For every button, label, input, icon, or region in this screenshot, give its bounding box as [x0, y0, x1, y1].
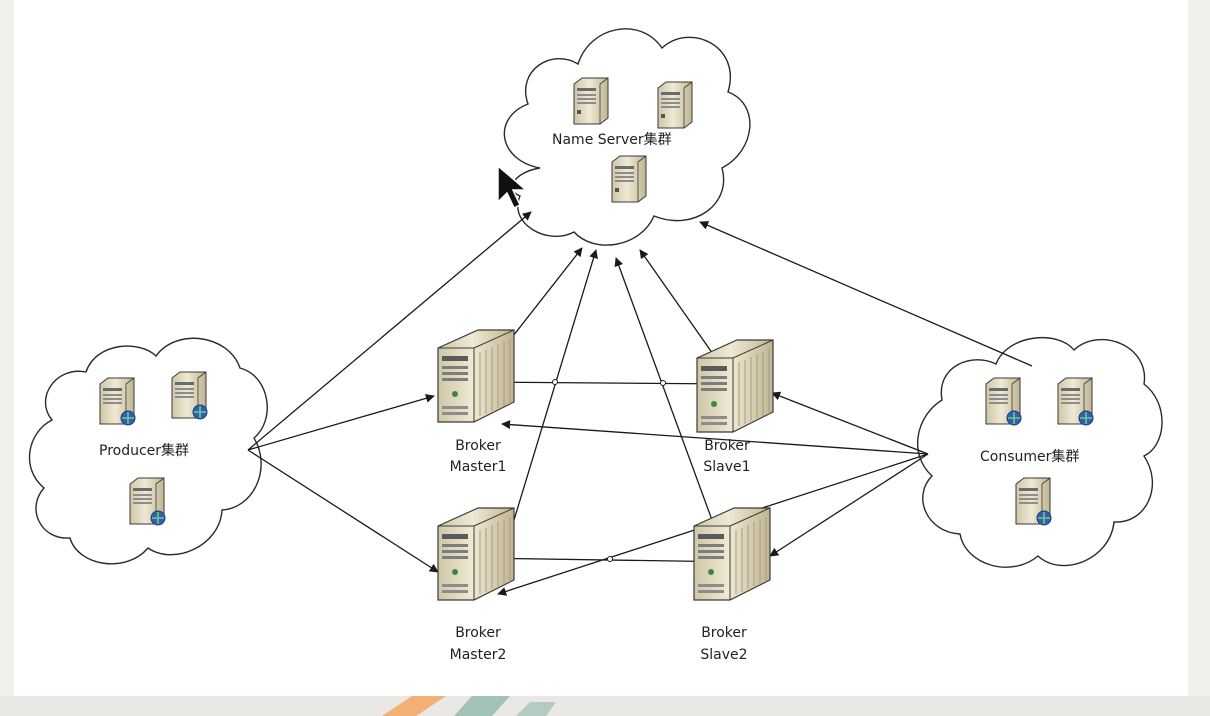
broker-master1-label-line1: Broker	[455, 438, 501, 454]
broker-slave1-label-line1: Broker	[704, 438, 750, 454]
consumer-to-nameserver-arrow	[699, 221, 1033, 367]
bottom-strip	[0, 696, 1210, 716]
producer-to-master1-arrow	[247, 393, 435, 451]
consumer-to-slave1-arrow	[771, 391, 929, 455]
broker-slave2-server	[693, 507, 771, 601]
broker-master2-label-line2: Master2	[450, 647, 507, 663]
mouse-pointer-icon	[497, 164, 529, 210]
broker-slave2-label-line2: Slave2	[700, 647, 747, 663]
consumer-to-master1-arrow	[501, 420, 929, 455]
broker-master1-label-line2: Master1	[450, 459, 507, 475]
broker-master2-server	[437, 507, 515, 601]
producer-label: Producer集群	[99, 442, 189, 459]
broker-slave1-label-line2: Slave1	[703, 459, 750, 475]
slave2-to-nameserver-arrow	[614, 257, 713, 521]
connection-lines	[247, 211, 1033, 596]
producer-cloud	[28, 337, 268, 565]
broker-slave1-server	[696, 339, 774, 433]
watermark-logo-fragment	[382, 696, 556, 716]
broker-slave2-label-line1: Broker	[701, 625, 747, 641]
master1-to-slave1-arrow	[476, 379, 737, 389]
producer-to-master2-arrow	[247, 449, 439, 573]
producer-to-nameserver-arrow	[247, 211, 532, 451]
name-server-label: Name Server集群	[552, 131, 672, 148]
consumer-label: Consumer集群	[980, 448, 1079, 465]
broker-master2-label-line1: Broker	[455, 625, 501, 641]
consumer-to-slave2-arrow	[769, 453, 929, 557]
broker-master1-server	[437, 329, 515, 423]
consumer-cloud	[917, 337, 1163, 568]
